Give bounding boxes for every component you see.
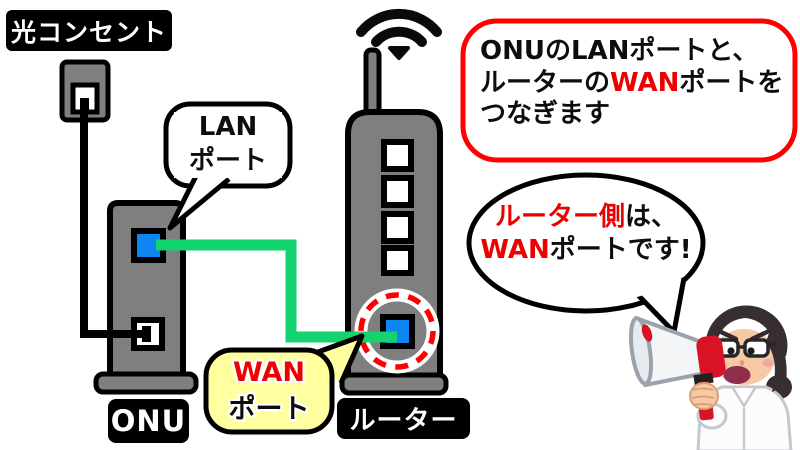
speech-line1: ルーター側は、 <box>468 201 704 234</box>
router-label: ルーター <box>337 398 470 439</box>
angry-eyebrows <box>718 329 770 342</box>
megaphone-red-accent <box>641 324 653 342</box>
cable-plug-bottom <box>142 326 151 342</box>
megaphone-mouthpiece <box>696 335 726 379</box>
glasses-icon <box>713 338 778 358</box>
eyebrow-left <box>718 329 739 342</box>
indicator-light <box>381 175 414 208</box>
instruction-line3: つなぎます <box>480 99 786 131</box>
hair <box>705 305 788 360</box>
indicator-light <box>381 245 414 276</box>
lan-port-bubble <box>163 101 293 231</box>
onu-base <box>93 371 199 395</box>
person-with-megaphone <box>628 305 793 450</box>
speech-line2-rest: ポートです! <box>549 235 692 265</box>
eye-left <box>727 347 735 355</box>
lan-bubble-line2: ポート <box>188 146 267 176</box>
router-base <box>339 372 449 396</box>
wan-highlight-circle <box>354 288 440 374</box>
wan-bubble-line2: ポート <box>228 394 310 425</box>
wan-port-bubble-text: WAN ポート <box>206 354 332 428</box>
optical-cable <box>80 98 151 342</box>
megaphone-icon <box>628 316 726 421</box>
speech-bubble-fill <box>476 182 696 304</box>
lan-cable <box>156 239 397 343</box>
glasses-temple <box>767 341 778 348</box>
speech-line1-rest: は、 <box>625 202 678 232</box>
wan-port-bubble <box>203 333 365 435</box>
glasses-lens-right <box>743 338 770 358</box>
wan-bubble-line1: WAN <box>232 357 306 388</box>
instruction-line1: ONUのLANポートと、 <box>480 36 786 68</box>
speech-line1-highlight: ルーター側 <box>494 202 625 232</box>
finger-lines <box>691 387 715 406</box>
wan-bubble-shape <box>203 347 335 435</box>
router-indicator-lights <box>381 139 414 276</box>
blush <box>762 359 774 367</box>
lan-bubble-line1: LAN <box>198 112 258 142</box>
instruction-line3-text: つなぎます <box>480 99 611 129</box>
indicator-light <box>381 139 414 172</box>
instruction-line2-highlight: WAN <box>610 67 680 98</box>
nose <box>739 360 745 366</box>
speech-line2-highlight: WAN <box>480 235 550 265</box>
collar <box>731 387 757 409</box>
instruction-line1-text: ONUのLANポートと、 <box>480 36 759 66</box>
instruction-line2: ルーターのWANポートを <box>480 68 786 100</box>
instruction-line2-pre: ルーターの <box>480 67 611 98</box>
indicator-light <box>381 211 414 244</box>
highlight-ring-red-dashed <box>358 292 436 370</box>
eye-right <box>747 347 755 355</box>
instruction-line2-post: ポートを <box>679 67 784 98</box>
wifi-dot <box>388 46 410 60</box>
speech-bubble-text: ルーター側は、 WANポートです! <box>468 201 704 267</box>
lan-bubble-fill <box>174 112 282 178</box>
open-mouth <box>723 366 751 384</box>
onu-label: ONU <box>108 399 189 443</box>
wifi-arc-outer <box>356 9 442 37</box>
optical-outlet-label: 光コンセント <box>6 10 172 51</box>
instruction-box <box>460 18 798 163</box>
wan-bubble-tail <box>306 333 365 385</box>
wifi-icon <box>356 9 442 60</box>
speech-line2: WANポートです! <box>468 234 704 267</box>
wifi-arc-inner <box>371 26 427 47</box>
cable-line <box>80 104 146 338</box>
lan-port-bubble-text: LAN ポート <box>166 110 290 178</box>
instruction-box-text: ONUのLANポートと、 ルーターのWANポートを つなぎます <box>480 36 786 131</box>
speech-bubble <box>466 172 706 335</box>
eyebrow-right <box>749 329 770 342</box>
lan-bubble-tail <box>167 174 231 231</box>
